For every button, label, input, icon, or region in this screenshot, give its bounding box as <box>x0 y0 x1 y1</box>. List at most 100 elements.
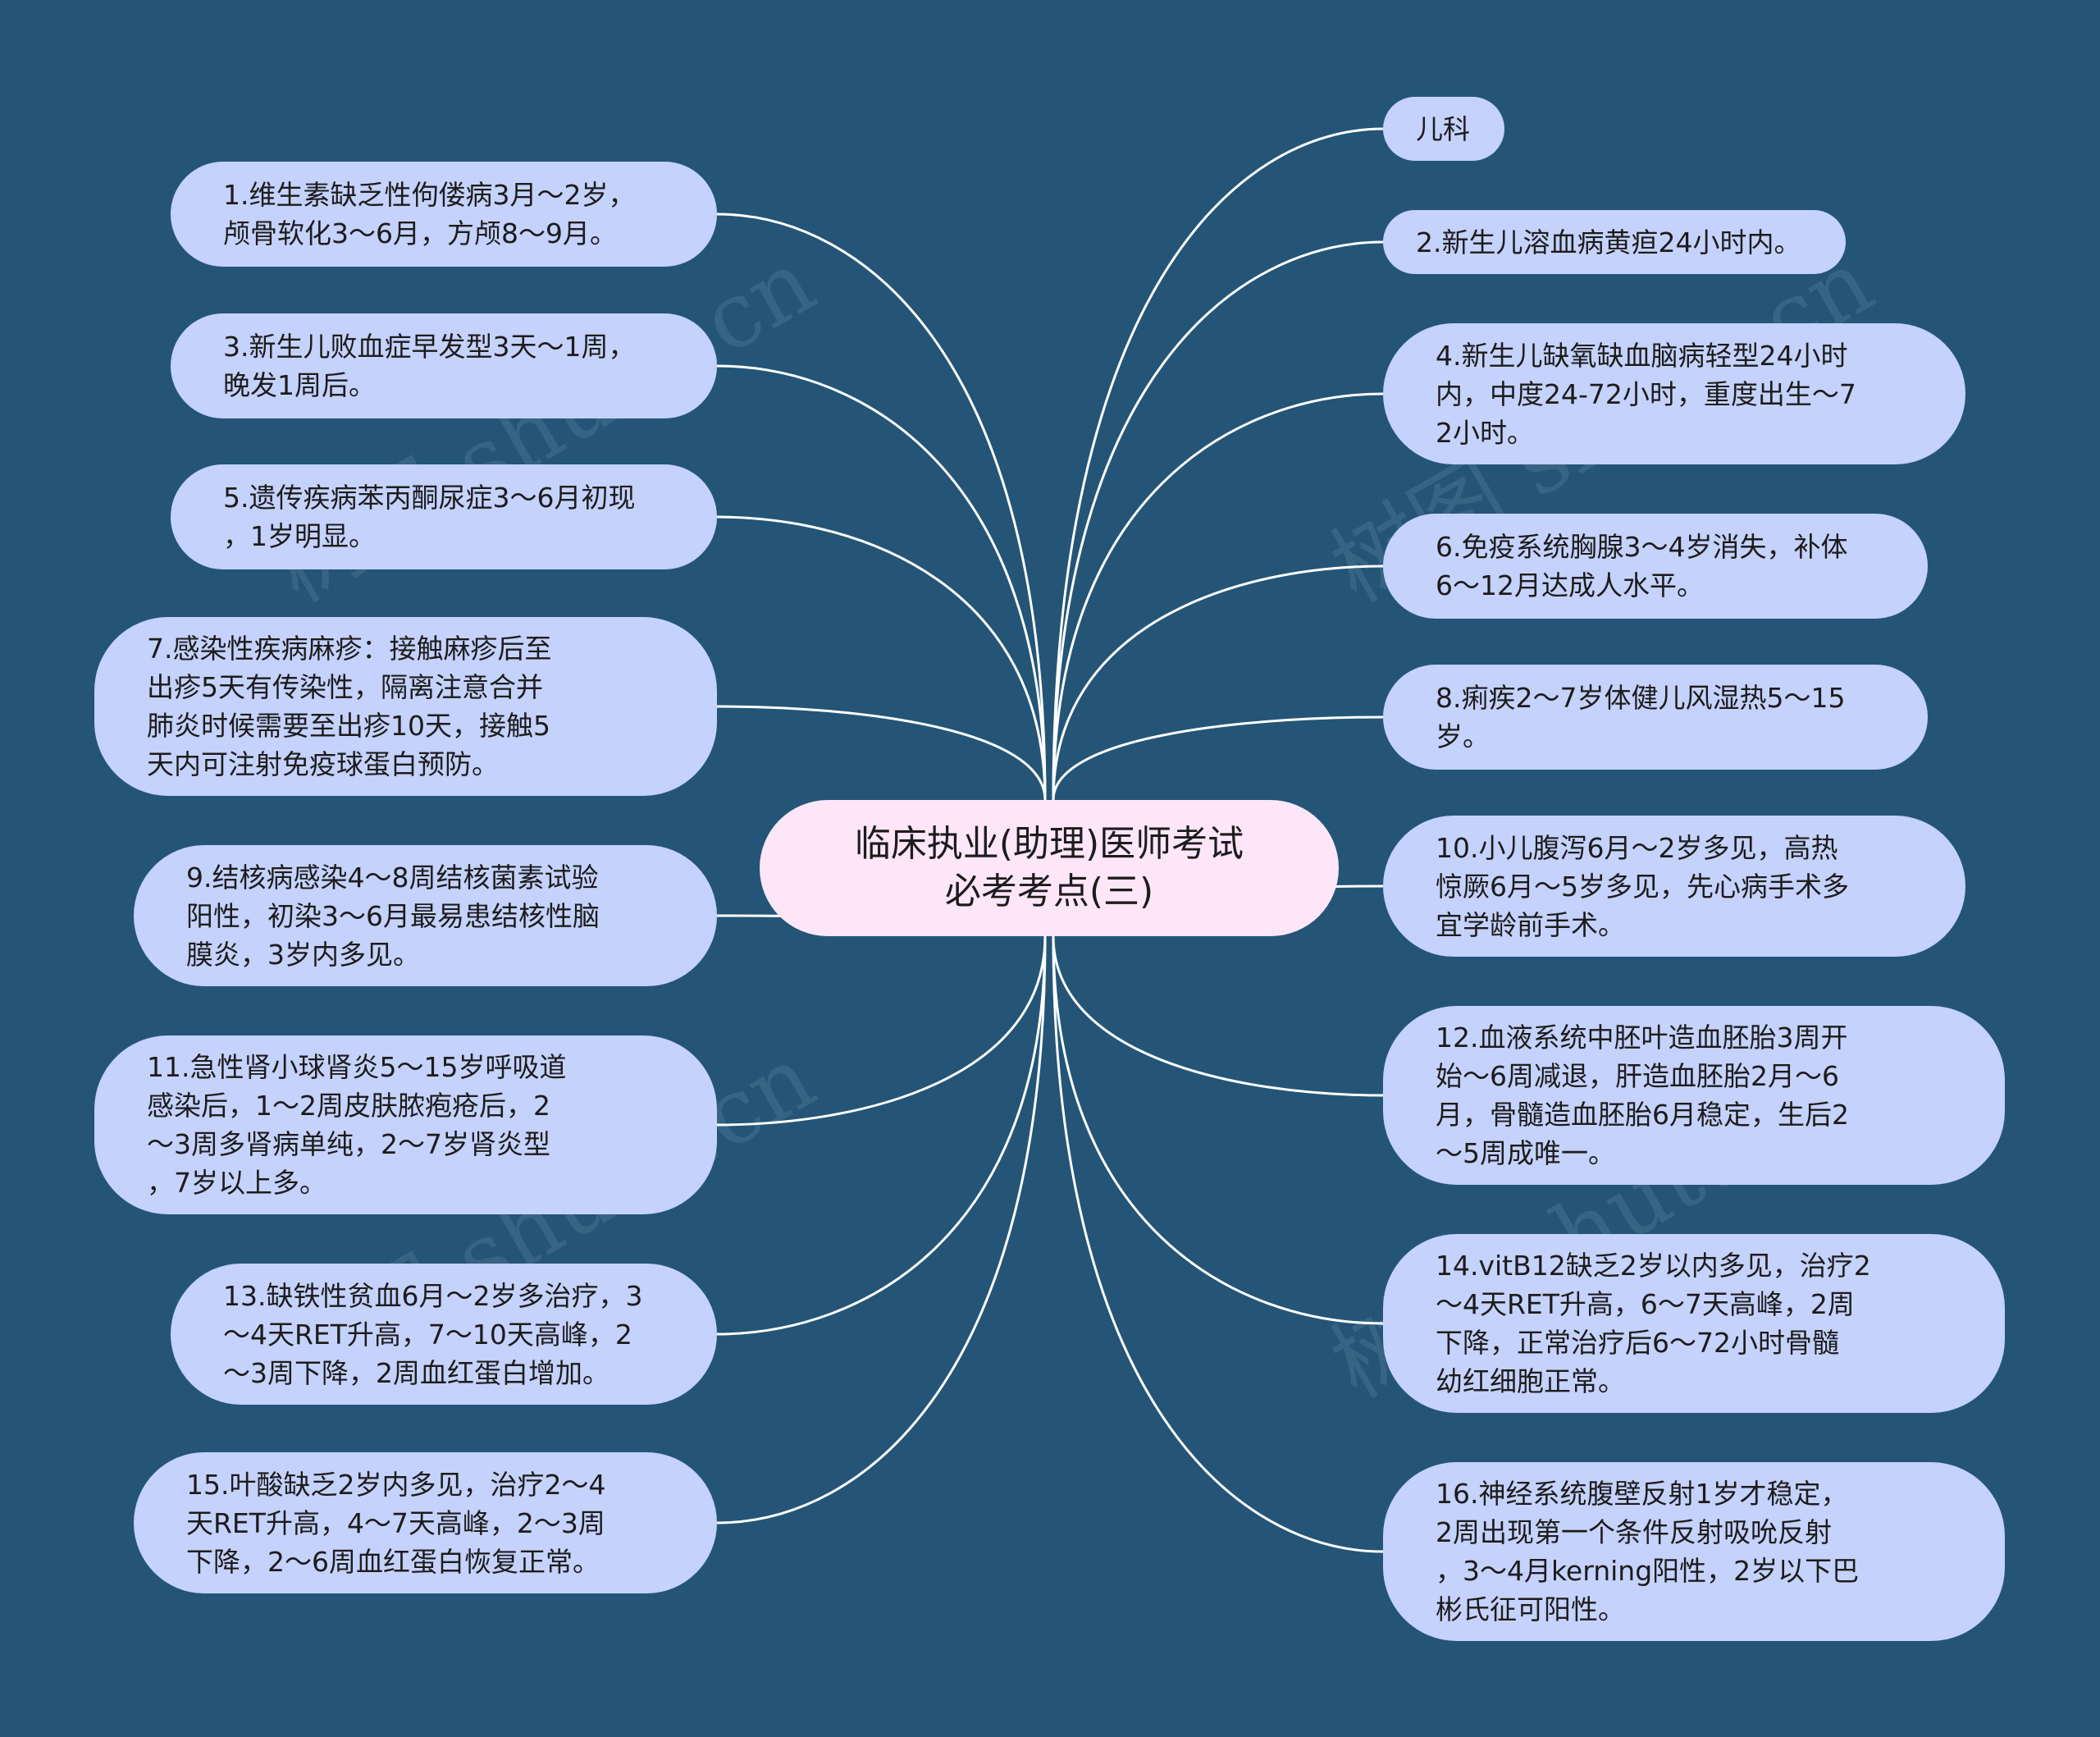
node-text-line: 下降，2～6周血红蛋白恢复正常。 <box>186 1545 600 1578</box>
node-text-line: 2小时。 <box>1436 416 1534 449</box>
node-text-line: ，7岁以上多。 <box>147 1167 326 1199</box>
left-node-4-text: 7.感染性疾病麻疹：接触麻疹后至出疹5天有传染性，隔离注意合并肺炎时候需要至出疹… <box>147 629 552 784</box>
node-text-line: 4.新生儿缺氧缺血脑病轻型24小时 <box>1436 339 1848 372</box>
left-edge-3 <box>716 515 1047 801</box>
node-text-line: 14.vitB12缺乏2岁以内多见，治疗2 <box>1436 1250 1871 1282</box>
right-edge-5 <box>1052 715 1384 801</box>
node-text-line: 阳性，初染3～6月最易患结核性脑 <box>186 899 600 932</box>
right-edge-2 <box>1052 240 1384 801</box>
right-node-8-text: 14.vitB12缺乏2岁以内多见，治疗2 ～4天RET升高，6～7天高峰，2周下… <box>1436 1246 1871 1401</box>
node-text-line: 9.结核病感染4～8周结核菌素试验 <box>186 861 599 894</box>
right-edge-9 <box>1052 935 1384 1553</box>
node-text-line: 惊厥6月～5岁多见，先心病手术多 <box>1436 870 1849 903</box>
node-text-line: 下降，正常治疗后6～72小时骨髓 <box>1436 1327 1839 1359</box>
right-node-2-text: 2.新生儿溶血病黄疸24小时内。 <box>1416 223 1801 262</box>
left-node-2[interactable]: 3.新生儿败血症早发型3天～1周， 晚发1周后。 <box>171 313 717 418</box>
node-text-line: 月，骨髓造血胚胎6月稳定，生后2 <box>1436 1099 1849 1131</box>
node-text-line: 儿科 <box>1416 112 1470 145</box>
node-text-line: ，3～4月kerning阳性，2岁以下巴 <box>1436 1555 1860 1587</box>
node-text-line: 幼红细胞正常。 <box>1436 1365 1625 1397</box>
node-text-line: 2周出现第一个条件反射吸吮反射 <box>1436 1516 1832 1548</box>
left-edge-1 <box>716 213 1047 801</box>
node-text-line: 岁。 <box>1436 720 1490 752</box>
root-title-line-2: 必考考点(三) <box>944 871 1154 912</box>
right-edge-4 <box>1052 565 1384 801</box>
left-edge-7 <box>716 935 1047 1336</box>
right-node-9-text: 16.神经系统腹壁反射1岁才稳定， 2周出现第一个条件反射吸吮反射 ，3～4月ker… <box>1436 1474 1859 1629</box>
node-text-line: 3.新生儿败血症早发型3天～1周， <box>223 331 636 363</box>
left-node-6-text: 11.急性肾小球肾炎5～15岁呼吸道感染后，1～2周皮肤脓疱疮后，2 ～3周多肾病… <box>147 1048 566 1202</box>
left-node-2-text: 3.新生儿败血症早发型3天～1周， 晚发1周后。 <box>223 327 635 405</box>
node-text-line: 15.叶酸缺乏2岁内多见，治疗2～4 <box>186 1468 606 1501</box>
right-node-5[interactable]: 8.痢疾2～7岁体健儿风湿热5～15 岁。 <box>1383 665 1928 770</box>
right-node-7[interactable]: 12.血液系统中胚叶造血胚胎3周开始～6周减退，肝造血胚胎2月～6 月，骨髓造血胚… <box>1383 1006 2005 1185</box>
node-text-line: 1.维生素缺乏性佝偻病3月～2岁， <box>223 179 636 211</box>
right-node-8[interactable]: 14.vitB12缺乏2岁以内多见，治疗2 ～4天RET升高，6～7天高峰，2周下… <box>1383 1234 2005 1413</box>
node-text-line: ～4天RET升高，6～7天高峰，2周 <box>1436 1288 1855 1320</box>
node-text-line: 8.痢疾2～7岁体健儿风湿热5～15 <box>1436 682 1846 714</box>
right-node-3[interactable]: 4.新生儿缺氧缺血脑病轻型24小时内，中度24-72小时，重度出生～7 2小时。 <box>1383 323 1965 464</box>
left-edge-2 <box>716 364 1047 801</box>
node-text-line: 宜学龄前手术。 <box>1436 908 1625 941</box>
left-node-6[interactable]: 11.急性肾小球肾炎5～15岁呼吸道感染后，1～2周皮肤脓疱疮后，2 ～3周多肾病… <box>94 1035 717 1214</box>
node-text-line: 6.免疫系统胸腺3～4岁消失，补体 <box>1436 531 1848 563</box>
right-node-3-text: 4.新生儿缺氧缺血脑病轻型24小时内，中度24-72小时，重度出生～7 2小时。 <box>1436 336 1856 452</box>
right-node-4-text: 6.免疫系统胸腺3～4岁消失，补体 6～12月达成人水平。 <box>1436 528 1847 605</box>
left-node-3[interactable]: 5.遗传疾病苯丙酮尿症3～6月初现 ，1岁明显。 <box>171 464 717 569</box>
node-text-line: 11.急性肾小球肾炎5～15岁呼吸道 <box>147 1051 567 1083</box>
node-text-line: 天RET升高，4～7天高峰，2～3周 <box>186 1506 605 1539</box>
right-edge-1 <box>1052 127 1384 801</box>
left-node-1-text: 1.维生素缺乏性佝偻病3月～2岁， 颅骨软化3～6月，方颅8～9月。 <box>223 176 635 253</box>
node-text-line: 始～6周减退，肝造血胚胎2月～6 <box>1436 1060 1839 1092</box>
right-node-9[interactable]: 16.神经系统腹壁反射1岁才稳定， 2周出现第一个条件反射吸吮反射 ，3～4月ker… <box>1383 1462 2005 1641</box>
node-text-line: 天内可注射免疫球蛋白预防。 <box>147 748 499 780</box>
right-node-4[interactable]: 6.免疫系统胸腺3～4岁消失，补体 6～12月达成人水平。 <box>1383 514 1928 619</box>
right-edge-3 <box>1052 392 1384 801</box>
node-text-line: 颅骨软化3～6月，方颅8～9月。 <box>223 217 617 249</box>
right-node-7-text: 12.血液系统中胚叶造血胚胎3周开始～6周减退，肝造血胚胎2月～6 月，骨髓造血胚… <box>1436 1018 1849 1172</box>
left-edge-8 <box>716 935 1047 1524</box>
left-node-5[interactable]: 9.结核病感染4～8周结核菌素试验阳性，初染3～6月最易患结核性脑膜炎，3岁内多… <box>134 845 717 986</box>
node-text-line: 16.神经系统腹壁反射1岁才稳定， <box>1436 1478 1848 1510</box>
left-node-7[interactable]: 13.缺铁性贫血6月～2岁多治疗，3 ～4天RET升高，7～10天高峰，2 ～3周下… <box>171 1264 717 1405</box>
node-text-line: 6～12月达成人水平。 <box>1436 569 1704 601</box>
node-text-line: ，1岁明显。 <box>223 520 376 552</box>
left-node-5-text: 9.结核病感染4～8周结核菌素试验阳性，初染3～6月最易患结核性脑膜炎，3岁内多… <box>186 858 600 974</box>
node-text-line: ～3周多肾病单纯，2～7岁肾炎型 <box>147 1128 550 1160</box>
node-text-line: 2.新生儿溶血病黄疸24小时内。 <box>1416 226 1801 258</box>
node-text-line: 5.遗传疾病苯丙酮尿症3～6月初现 <box>223 482 636 514</box>
root-node[interactable]: 临床执业(助理)医师考试 必考考点(三) <box>760 800 1339 936</box>
left-node-8-text: 15.叶酸缺乏2岁内多见，治疗2～4 天RET升高，4～7天高峰，2～3周下降，2… <box>186 1465 605 1581</box>
left-edge-6 <box>716 935 1047 1127</box>
left-node-4[interactable]: 7.感染性疾病麻疹：接触麻疹后至出疹5天有传染性，隔离注意合并肺炎时候需要至出疹… <box>94 617 717 796</box>
node-text-line: 膜炎，3岁内多见。 <box>186 938 420 971</box>
left-node-7-text: 13.缺铁性贫血6月～2岁多治疗，3 ～4天RET升高，7～10天高峰，2 ～3周下… <box>223 1277 642 1392</box>
node-text-line: 彬氏征可阳性。 <box>1436 1593 1625 1625</box>
node-text-line: 7.感染性疾病麻疹：接触麻疹后至 <box>147 633 552 665</box>
node-text-line: 内，中度24-72小时，重度出生～7 <box>1436 377 1856 410</box>
node-text-line: 13.缺铁性贫血6月～2岁多治疗，3 <box>223 1279 643 1312</box>
left-node-8[interactable]: 15.叶酸缺乏2岁内多见，治疗2～4 天RET升高，4～7天高峰，2～3周下降，2… <box>134 1452 717 1593</box>
right-node-6-text: 10.小儿腹泻6月～2岁多见，高热惊厥6月～5岁多见，先心病手术多宜学龄前手术。 <box>1436 829 1849 944</box>
node-text-line: 晚发1周后。 <box>223 369 376 401</box>
right-node-6[interactable]: 10.小儿腹泻6月～2岁多见，高热惊厥6月～5岁多见，先心病手术多宜学龄前手术。 <box>1383 816 1965 957</box>
left-edge-4 <box>716 705 1047 801</box>
left-node-3-text: 5.遗传疾病苯丙酮尿症3～6月初现 ，1岁明显。 <box>223 478 635 555</box>
root-title-line-1: 临床执业(助理)医师考试 <box>854 823 1244 865</box>
left-node-1[interactable]: 1.维生素缺乏性佝偻病3月～2岁， 颅骨软化3～6月，方颅8～9月。 <box>171 162 717 267</box>
node-text-line: 10.小儿腹泻6月～2岁多见，高热 <box>1436 831 1838 864</box>
right-edge-7 <box>1052 935 1384 1097</box>
node-text-line: ～5周成唯一。 <box>1436 1137 1615 1169</box>
node-text-line: 出疹5天有传染性，隔离注意合并 <box>147 671 543 703</box>
node-text-line: 感染后，1～2周皮肤脓疱疮后，2 <box>147 1090 550 1122</box>
node-text-line: ～4天RET升高，7～10天高峰，2 <box>223 1318 632 1351</box>
right-edge-8 <box>1052 935 1384 1325</box>
node-text-line: 12.血液系统中胚叶造血胚胎3周开 <box>1436 1022 1848 1054</box>
node-text-line: 肺炎时候需要至出疹10天，接触5 <box>147 710 550 742</box>
right-node-1-text: 儿科 <box>1416 110 1470 149</box>
node-text-line: ～3周下降，2周血红蛋白增加。 <box>223 1356 609 1389</box>
right-node-1[interactable]: 儿科 <box>1383 97 1504 161</box>
right-node-5-text: 8.痢疾2～7岁体健儿风湿热5～15 岁。 <box>1436 679 1845 756</box>
right-node-2[interactable]: 2.新生儿溶血病黄疸24小时内。 <box>1383 210 1846 274</box>
